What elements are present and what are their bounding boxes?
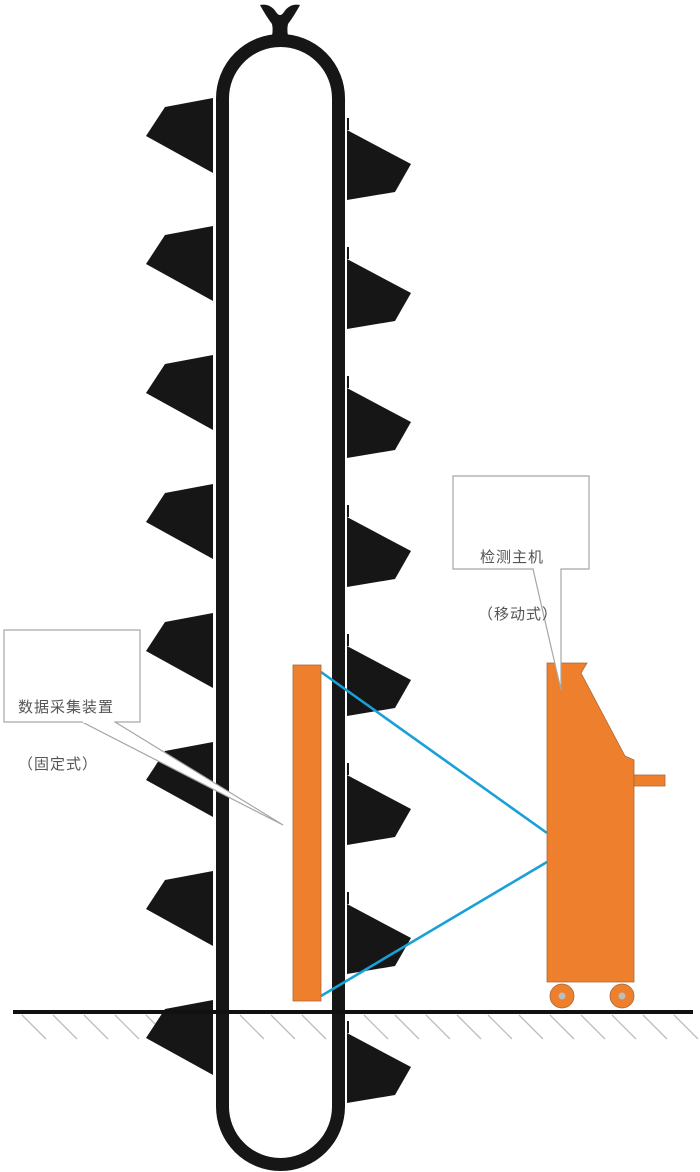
wheel-right-icon <box>609 983 635 1009</box>
bucket-right-1 <box>347 118 411 200</box>
detection-host-label: 检测主机 （移动式） <box>478 510 558 643</box>
bucket-left-7 <box>146 871 213 946</box>
data-acquisition-label-line1: 数据采集装置 <box>18 698 115 716</box>
bucket-right-3 <box>347 376 411 458</box>
buckets-right <box>347 118 411 1103</box>
bucket-left-3 <box>146 355 213 430</box>
detection-host-body <box>546 662 635 983</box>
detection-host-label-line2: （移动式） <box>478 605 559 623</box>
bucket-left-4 <box>146 484 213 559</box>
data-acquisition-label-line2: （固定式） <box>18 755 99 773</box>
bucket-right-5 <box>347 634 411 716</box>
ground-hatching <box>21 1014 699 1040</box>
detection-host-handle[interactable] <box>633 774 666 787</box>
detection-host-label-line1: 检测主机 <box>480 548 545 566</box>
bucket-right-7 <box>347 892 411 974</box>
wheel-left-icon <box>549 983 575 1009</box>
detection-host[interactable] <box>546 662 666 1009</box>
elevator-loop <box>216 34 345 1171</box>
bucket-right-2 <box>347 247 411 329</box>
signal-beam-lower <box>320 860 548 998</box>
bucket-left-8 <box>146 1000 213 1075</box>
signal-beam-upper <box>320 670 548 835</box>
top-knot <box>260 4 300 42</box>
data-acquisition-device[interactable] <box>292 664 322 1002</box>
bucket-left-1 <box>146 98 213 173</box>
buckets-left <box>146 98 213 1075</box>
bucket-right-4 <box>347 505 411 587</box>
data-acquisition-label: 数据采集装置 （固定式） <box>18 660 114 793</box>
bucket-right-6 <box>347 763 411 845</box>
callout-data-acquisition <box>3 629 284 826</box>
callout-detection-host <box>452 475 590 691</box>
bucket-left-5 <box>146 613 213 688</box>
bucket-right-8 <box>347 1021 411 1103</box>
signal-beams <box>320 670 548 998</box>
bucket-left-2 <box>146 226 213 301</box>
